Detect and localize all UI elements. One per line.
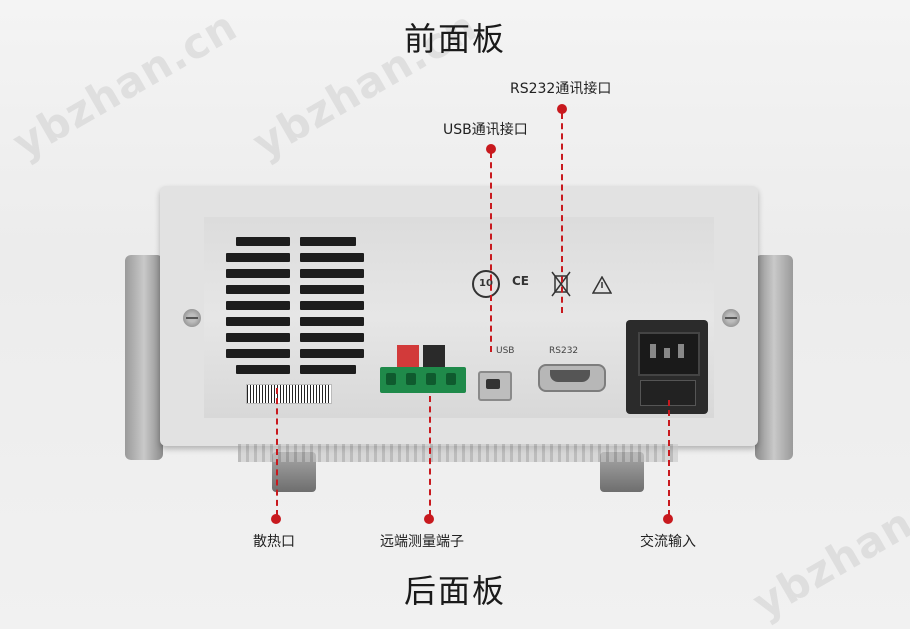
callout-dot <box>424 514 434 524</box>
underside-grille <box>238 444 678 462</box>
callout-dot <box>663 514 673 524</box>
rear-panel-title: 后面板 <box>403 572 506 610</box>
usb-callout-label: USB通讯接口 <box>443 122 528 138</box>
ac-input-callout-label: 交流输入 <box>640 534 696 550</box>
callout-line <box>668 400 670 516</box>
callout-line <box>561 113 563 313</box>
rs232-port-label: RS232 <box>549 346 579 356</box>
rs232-port <box>538 364 606 392</box>
usb-port <box>478 371 512 401</box>
heat-vent-callout-label: 散热口 <box>253 534 295 550</box>
ac-inlet <box>638 332 700 376</box>
callout-dot <box>486 144 496 154</box>
spec-label <box>622 256 668 312</box>
terminal-plug-red <box>397 345 419 367</box>
callout-dot <box>271 514 281 524</box>
remote-sense-terminal <box>380 367 466 393</box>
terminal-plug-black <box>423 345 445 367</box>
callout-line <box>490 152 492 352</box>
barcode-label <box>246 384 332 404</box>
left-handle <box>125 255 163 460</box>
screw-icon <box>183 309 201 327</box>
ce-mark-icon: CE <box>512 274 530 288</box>
callout-line <box>429 396 431 516</box>
callout-dot <box>557 104 567 114</box>
callout-line <box>276 388 278 516</box>
remote-sense-callout-label: 远端测量端子 <box>380 534 464 550</box>
usb-port-label: USB <box>496 346 515 356</box>
rs232-callout-label: RS232通讯接口 <box>510 81 612 97</box>
screw-icon <box>722 309 740 327</box>
right-handle <box>755 255 793 460</box>
rohs-10-icon: 10 <box>472 270 500 298</box>
front-panel-title: 前面板 <box>403 20 506 58</box>
warning-triangle-icon <box>591 275 613 298</box>
